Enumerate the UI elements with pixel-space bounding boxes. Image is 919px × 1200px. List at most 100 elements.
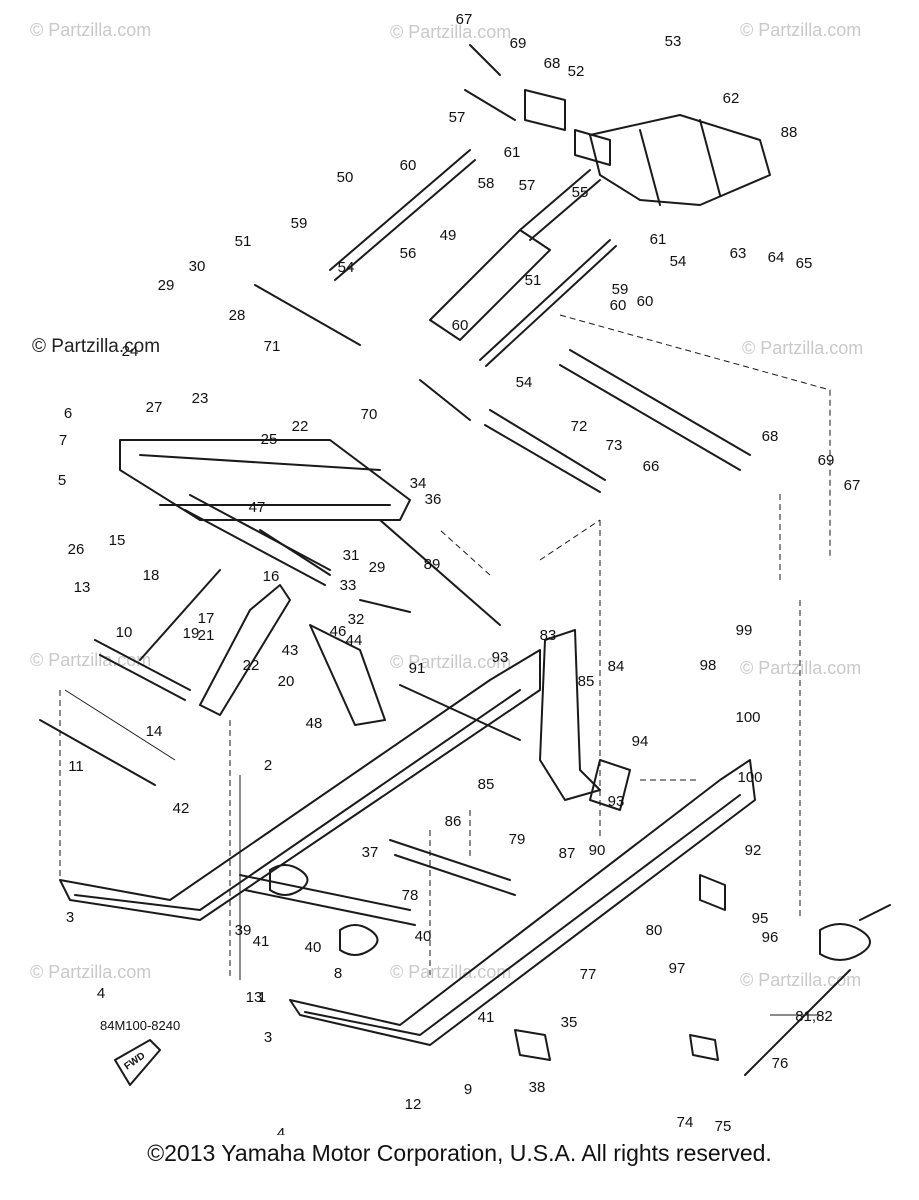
part-callout: 25 [261, 431, 278, 448]
part-callout: 39 [235, 922, 252, 939]
rear-arm-frame [589, 114, 771, 206]
part-callout: 41 [478, 1009, 495, 1026]
part-callout: 3 [264, 1029, 272, 1046]
part-callout: 68 [544, 55, 561, 72]
bolt [359, 599, 411, 613]
part-callout: 100 [737, 769, 762, 786]
part-callout: 67 [456, 11, 473, 28]
part-callout: 69 [818, 452, 835, 469]
part-callout: 27 [146, 399, 163, 416]
part-callout: 47 [249, 499, 266, 516]
part-callout: 7 [59, 432, 67, 449]
shaft [184, 494, 331, 586]
part-callout: 54 [338, 259, 355, 276]
part-callout: 64 [768, 249, 785, 266]
watermark: © Partzilla.com [740, 970, 862, 990]
spring-rod [744, 904, 891, 1076]
part-callout: 84 [608, 658, 625, 675]
part-callout: 55 [572, 184, 589, 201]
part-callout: 35 [561, 1014, 578, 1031]
pivot-bracket [539, 629, 601, 801]
part-callout: 37 [362, 844, 379, 861]
fwd-arrow [114, 1039, 161, 1086]
part-callout: 41 [253, 933, 270, 950]
part-callout: 59 [291, 215, 308, 232]
part-callout: 36 [425, 491, 442, 508]
torsion-spring [819, 923, 871, 961]
collar [574, 129, 611, 166]
leader-line [64, 689, 820, 1016]
watermark: © Partzilla.com [390, 962, 512, 982]
part-callout: 57 [449, 109, 466, 126]
part-callout: 15 [109, 532, 126, 549]
part-callout: 23 [192, 390, 209, 407]
rear-arm-frame [639, 119, 721, 206]
part-callout: 38 [529, 1079, 546, 1096]
slide-rail [289, 759, 756, 1046]
torsion-spring [339, 924, 379, 956]
part-callout: 4 [277, 1125, 285, 1135]
part-callout: 60 [400, 157, 417, 174]
watermark: © Partzilla.com [740, 658, 862, 678]
part-callout: 83 [540, 627, 557, 644]
part-callout: 53 [665, 33, 682, 50]
leader-line [439, 314, 831, 840]
part-callout: 3 [66, 909, 74, 926]
part-callout: 19 [183, 625, 200, 642]
shock-absorber [429, 229, 551, 341]
rod [419, 379, 471, 421]
shaft [559, 349, 751, 471]
shaft [484, 409, 606, 493]
exploded-parts-diagram: FWD 123344567891011121313141516171819202… [39, 11, 891, 1135]
part-callout: 62 [723, 90, 740, 107]
part-callout: 95 [752, 910, 769, 927]
part-callout: 66 [643, 458, 660, 475]
leader-line [429, 779, 700, 975]
part-callout: 46 [330, 623, 347, 640]
part-callout: 5 [58, 472, 66, 489]
part-callout: 59 [612, 281, 629, 298]
part-callout: 79 [509, 831, 526, 848]
shaft [239, 874, 416, 926]
part-callout: 9 [464, 1081, 472, 1098]
bolt [464, 89, 516, 121]
part-callout: 51 [235, 233, 252, 250]
part-callout: 40 [305, 939, 322, 956]
part-callouts: 1233445678910111213131415161718192021222… [58, 11, 861, 1135]
front-arm-frame [139, 454, 391, 506]
part-callout: 93 [608, 793, 625, 810]
part-callout: 10 [116, 624, 133, 641]
part-callout: 18 [143, 567, 160, 584]
rod [329, 149, 471, 271]
part-callout: 80 [646, 922, 663, 939]
part-callout: 87 [559, 845, 576, 862]
watermark: © Partzilla.com [740, 20, 862, 40]
part-callout: 70 [361, 406, 378, 423]
part-callout: 60 [452, 317, 469, 334]
part-callout: 76 [772, 1055, 789, 1072]
part-callout: 28 [229, 307, 246, 324]
part-callout: 22 [292, 418, 309, 435]
part-callout: 44 [346, 632, 363, 649]
part-callout: 1 [258, 989, 266, 1006]
part-callout: 52 [568, 63, 585, 80]
part-callout: 8 [334, 965, 342, 982]
bumper [514, 1029, 551, 1061]
part-callout: 69 [510, 35, 527, 52]
part-callout: 32 [348, 611, 365, 628]
part-callout: 58 [478, 175, 495, 192]
rod [479, 239, 611, 361]
part-callout: 40 [415, 928, 432, 945]
part-callout: 67 [844, 477, 861, 494]
part-callout: 20 [278, 673, 295, 690]
part-callout: 61 [650, 231, 667, 248]
rod [139, 569, 221, 661]
part-callout: 11 [68, 758, 84, 775]
torsion-spring [269, 864, 309, 896]
part-callout: 26 [68, 541, 85, 558]
part-callout: 50 [337, 169, 354, 186]
part-code-label: 84M100-8240 [100, 1018, 181, 1033]
part-callout: 54 [670, 253, 687, 270]
part-callout: 16 [263, 568, 280, 585]
part-callout: 73 [606, 437, 623, 454]
